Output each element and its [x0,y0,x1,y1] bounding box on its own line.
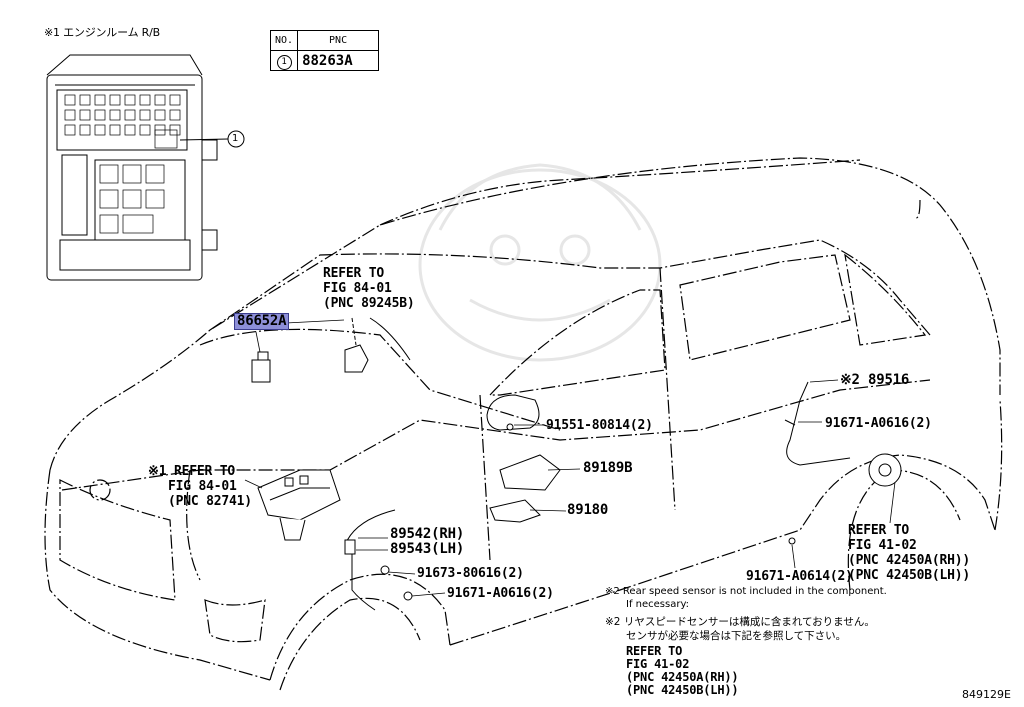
refer-left-line2: FIG 84-01 [168,479,237,494]
pnc-row-no: 1 [269,50,299,71]
refer-bottom-line4: (PNC 42450B(LH)) [626,683,739,697]
note-japanese: ※2 リヤスピードセンサーは構成に含まれておりません。 センサが必要な場合は下記… [605,615,875,643]
refer-top: REFER TO FIG 84-01 (PNC 89245B) [323,266,415,311]
part-label-89180[interactable]: 89180 [567,502,609,518]
part-89180 [489,499,541,523]
refer-right: REFER TO FIG 41-02 (PNC 42450A(RH)) (PNC… [848,523,970,583]
refer-left: ※1 REFER TO FIG 84-01 (PNC 82741) [148,464,252,509]
part-label-91673-80616[interactable]: 91673-80616(2) [417,566,524,581]
refer-top-line2: FIG 84-01 [323,281,392,296]
leader-lines [244,319,896,597]
refer-bottom-line2: FIG 41-02 [626,657,690,671]
refer-right-line4: (PNC 42450B(LH)) [848,568,971,583]
part-label-89542[interactable]: 89542(RH) [390,526,465,542]
pnc-table: NO. PNC 1 88263A [269,30,380,71]
callout-number-1: 1 [232,133,239,144]
pnc-header-no: NO. [269,30,299,51]
pnc-row-pnc: 88263A [297,50,380,71]
engine-room-relay-block [46,54,229,281]
callout-circle-1 [227,130,245,148]
part-sensor-89245b [344,317,411,373]
note-japanese-line1: ※2 リヤスピードセンサーは構成に含まれておりません。 [605,616,875,628]
refer-top-line1: REFER TO [323,266,385,281]
part-rear-speed-sensor [506,381,902,545]
part-label-89543[interactable]: 89543(LH) [390,541,465,557]
refer-bottom: REFER TO FIG 41-02 (PNC 42450A(RH)) (PNC… [626,644,739,697]
part-label-91551-80814[interactable]: 91551-80814(2) [546,418,653,433]
pnc-header-pnc: PNC [297,30,380,51]
part-label-91671-a0616-upper[interactable]: 91671-A0616(2) [825,416,932,431]
note-english-line1: ※2 Rear speed sensor is not included in … [605,586,887,597]
note-english-line2: If necessary: [626,599,690,610]
refer-right-line3: (PNC 42450A(RH)) [848,553,971,568]
part-label-91671-a0614[interactable]: 91671-A0614(2) [746,569,853,584]
part-ecu-bracket-82741 [257,469,341,541]
refer-bottom-line3: (PNC 42450A(RH)) [626,670,739,684]
note-english: ※2 Rear speed sensor is not included in … [605,585,887,611]
part-86652a [251,351,271,383]
car-body-outline [44,157,1003,691]
watermark-logo [418,163,662,362]
part-front-speed-sensor [344,509,413,611]
note-japanese-line2: センサが必要な場合は下記を参照して下さい。 [626,630,847,642]
side-mirror [486,394,540,431]
part-bracket-89189b [499,454,561,491]
refer-bottom-line1: REFER TO [626,644,683,658]
part-label-91671-a0616-lower[interactable]: 91671-A0616(2) [447,586,554,601]
inset-title: ※1 エンジンルーム R/B [44,26,160,39]
part-label-86652a[interactable]: 86652A [234,313,290,330]
part-label-89189b[interactable]: 89189B [583,460,633,476]
refer-right-line1: REFER TO [848,523,910,538]
figure-id: 849129E [962,688,1011,701]
refer-left-line1: ※1 REFER TO [148,464,235,479]
refer-top-line3: (PNC 89245B) [323,296,415,311]
part-label-89516[interactable]: ※2 89516 [840,372,910,388]
refer-left-line3: (PNC 82741) [168,494,252,509]
pnc-row-no-circle: 1 [276,54,292,70]
refer-right-line2: FIG 41-02 [848,538,917,553]
